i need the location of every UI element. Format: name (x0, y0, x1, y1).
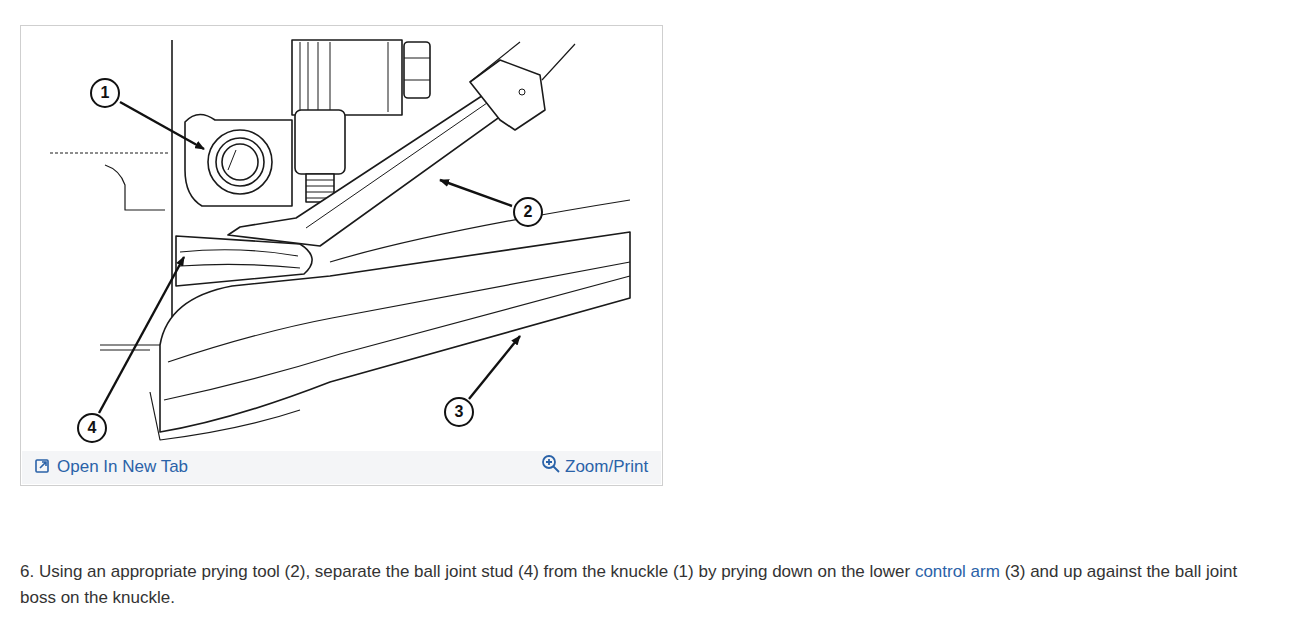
toolbar-link: Zoom/Print (565, 457, 648, 477)
callout-number: 2 (514, 198, 542, 226)
callout-number: 4 (78, 414, 106, 442)
link-text: control arm (915, 562, 1000, 581)
step-text: 6. Using an appropriate prying tool (2),… (20, 559, 1238, 611)
callout-number: 3 (445, 398, 473, 426)
toolbar-link: Open In New Tab (57, 457, 188, 477)
callout-number: 1 (91, 79, 119, 107)
step-text: 6. Using an appropriate prying tool (2),… (20, 562, 910, 581)
